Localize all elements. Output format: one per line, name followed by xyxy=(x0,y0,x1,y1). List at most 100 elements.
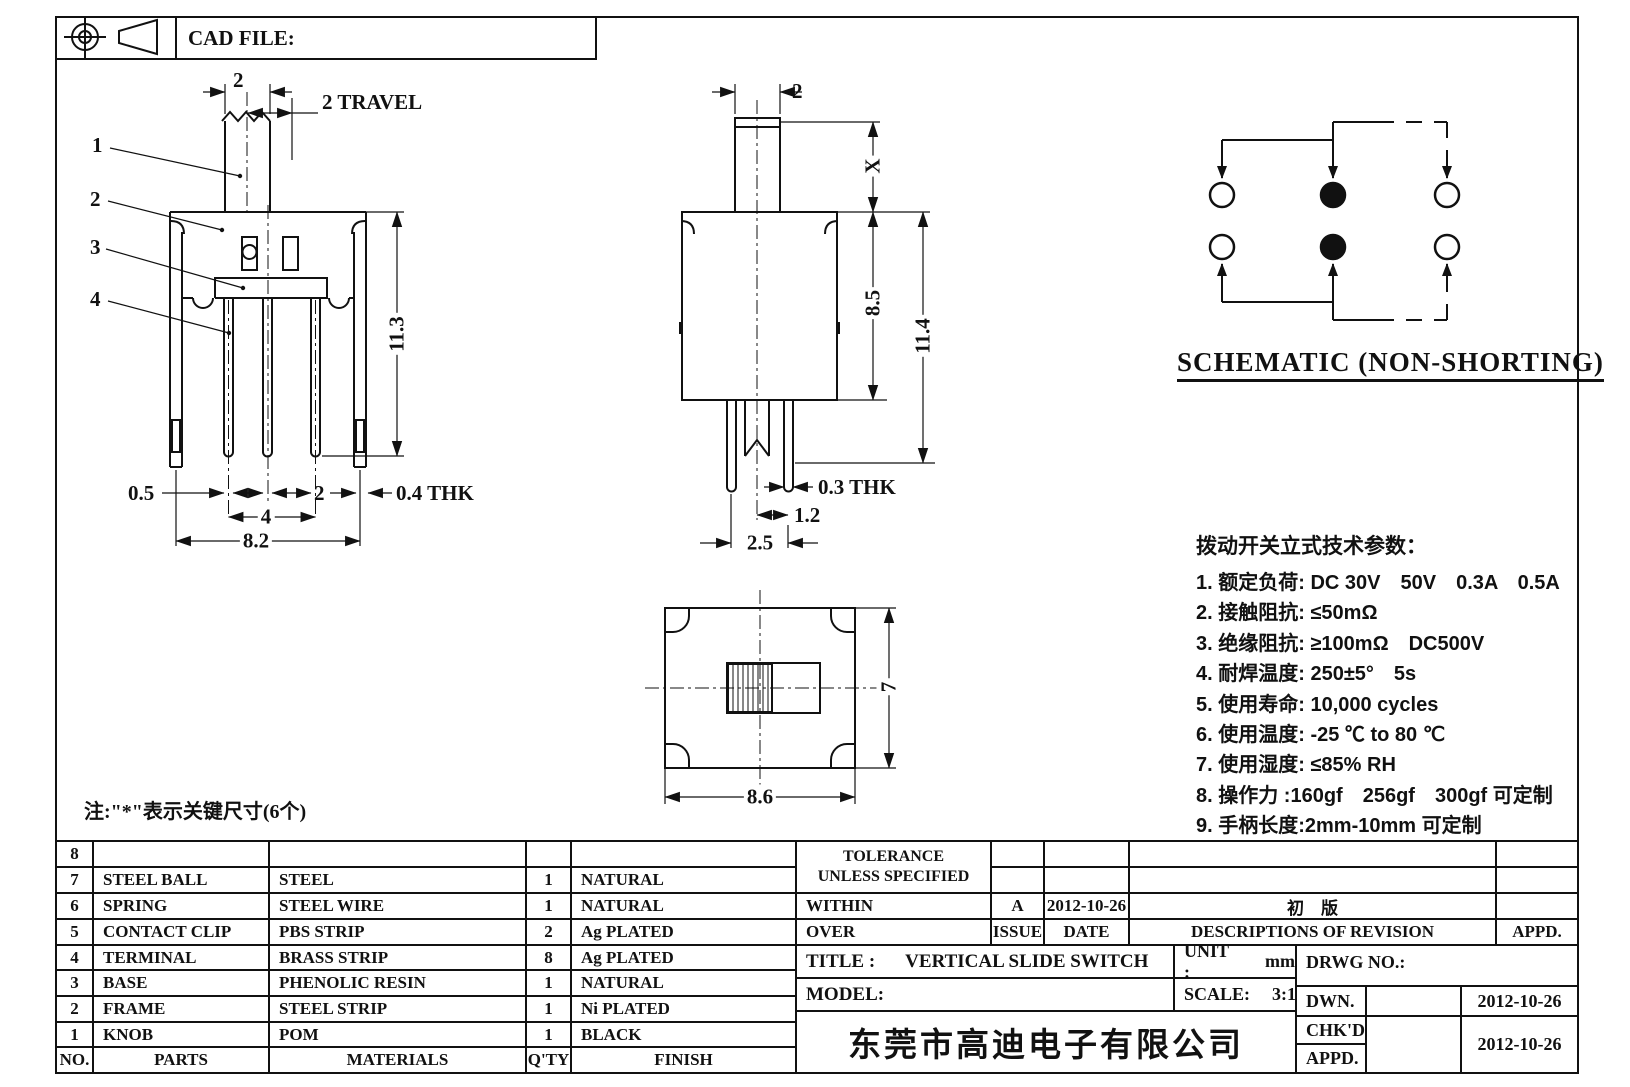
revision-header-description: DESCRIPTIONS OF REVISION xyxy=(1128,918,1497,946)
unit-label: UNIT : xyxy=(1184,944,1229,979)
front-dim-top-width: 2 xyxy=(233,68,244,92)
dwn-value-cell xyxy=(1365,985,1462,1017)
parts-cell: FRAME xyxy=(92,995,270,1023)
parts-header-qty: Q'TY xyxy=(525,1046,572,1074)
tolerance-within-cell: WITHIN xyxy=(795,892,992,920)
parts-cell: 1 xyxy=(525,866,572,894)
title-value: VERTICAL SLIDE SWITCH xyxy=(905,950,1149,972)
projection-symbol-icon xyxy=(64,16,158,58)
tolerance-line2: UNLESS SPECIFIED xyxy=(817,868,970,885)
scale-cell: SCALE: 3:1 xyxy=(1173,977,1297,1012)
parts-cell: 1 xyxy=(525,1021,572,1048)
side-dim-offset: 1.2 xyxy=(794,503,821,528)
parts-header-no: NO. xyxy=(55,1046,94,1074)
revision-empty-cell xyxy=(1495,866,1579,894)
revision-empty-cell xyxy=(990,840,1045,868)
unit-value: mm xyxy=(1265,951,1295,971)
front-dim-thk: 0.4 THK xyxy=(396,481,474,505)
parts-header-parts: PARTS xyxy=(92,1046,270,1074)
parts-cell: 1 xyxy=(55,1021,94,1048)
drwg-no-cell: DRWG NO.: xyxy=(1295,944,1579,987)
parts-cell: 3 xyxy=(55,969,94,997)
tech-params-title: 拨动开关立式技术参数： xyxy=(1196,535,1427,558)
parts-header-finish: FINISH xyxy=(570,1046,797,1074)
side-dim-x: X xyxy=(860,155,886,177)
revision-empty-cell xyxy=(1128,840,1497,868)
parts-cell: NATURAL xyxy=(570,969,797,997)
tech-param-item: 2. 接触阻抗: ≤50mΩ xyxy=(1196,602,1378,624)
model-cell: MODEL: xyxy=(795,977,1175,1012)
side-view xyxy=(679,84,935,549)
parts-cell: BRASS STRIP xyxy=(268,944,527,971)
company-name-cell: 东莞市高迪电子有限公司 xyxy=(795,1010,1297,1074)
parts-cell xyxy=(92,840,270,868)
appd-cell: APPD. xyxy=(1295,1043,1367,1074)
side-dim-pitch: 2.5 xyxy=(743,530,777,556)
parts-cell: 6 xyxy=(55,892,94,920)
tech-param-item: 7. 使用湿度: ≤85% RH xyxy=(1196,754,1396,776)
tolerance-over-cell: OVER xyxy=(795,918,992,946)
tech-param-item: 6. 使用温度: -25 ℃ to 80 ℃ xyxy=(1196,724,1446,746)
dwn-cell: DWN. xyxy=(1295,985,1367,1017)
parts-cell: 7 xyxy=(55,866,94,894)
tech-param-item: 8. 操作力 :160gf 256gf 300gf 可定制 xyxy=(1196,785,1553,807)
tolerance-header-cell: TOLERANCE UNLESS SPECIFIED xyxy=(795,840,992,894)
parts-cell: 1 xyxy=(525,995,572,1023)
parts-cell: STEEL BALL xyxy=(92,866,270,894)
side-dim-total-height: 11.4 xyxy=(910,315,936,357)
revision-header-issue: ISSUE xyxy=(990,918,1045,946)
tolerance-line1: TOLERANCE xyxy=(842,848,945,865)
front-dim-pitch: 4 xyxy=(257,504,275,530)
parts-cell: 2 xyxy=(525,918,572,946)
tech-param-item: 3. 绝缘阻抗: ≥100mΩ DC500V xyxy=(1196,633,1485,655)
side-dim-thk: 0.3 THK xyxy=(818,475,896,500)
chkd-appd-value-cell xyxy=(1365,1015,1462,1074)
tech-param-item: 1. 额定负荷: DC 30V 50V 0.3A 0.5A xyxy=(1196,572,1560,594)
tech-param-item: 5. 使用寿命: 10,000 cycles xyxy=(1196,694,1439,716)
front-part-label-1: 1 xyxy=(92,133,103,157)
title-cell: TITLE : VERTICAL SLIDE SWITCH xyxy=(795,944,1175,979)
front-part-label-2: 2 xyxy=(90,187,101,211)
parts-cell: SPRING xyxy=(92,892,270,920)
revision-empty-cell xyxy=(1043,866,1130,894)
top-dim-width: 8.6 xyxy=(743,784,777,810)
tech-param-item: 9. 手柄长度:2mm-10mm 可定制 xyxy=(1196,815,1482,837)
projection-symbol-box xyxy=(55,16,177,60)
top-view xyxy=(645,590,896,804)
parts-cell: 4 xyxy=(55,944,94,971)
front-dim-width: 8.2 xyxy=(239,528,273,554)
title-label: TITLE : xyxy=(806,950,876,972)
revision-empty-cell xyxy=(990,866,1045,894)
parts-cell: KNOB xyxy=(92,1021,270,1048)
parts-cell: 8 xyxy=(55,840,94,868)
appd-date-cell: 2012-10-26 xyxy=(1460,1015,1579,1074)
scale-value: 3:1 xyxy=(1272,984,1297,1004)
front-dim-gap: 0.5 xyxy=(128,481,155,505)
parts-cell xyxy=(525,840,572,868)
parts-cell: POM xyxy=(268,1021,527,1048)
parts-cell: PHENOLIC RESIN xyxy=(268,969,527,997)
parts-cell xyxy=(570,840,797,868)
front-dim-height: 11.3 xyxy=(384,313,410,355)
side-dim-top-width: 2 xyxy=(792,79,803,103)
parts-cell: Ag PLATED xyxy=(570,944,797,971)
unit-cell: UNIT : mm xyxy=(1173,944,1297,979)
parts-cell: BASE xyxy=(92,969,270,997)
parts-cell: Ni PLATED xyxy=(570,995,797,1023)
revision-header-date: DATE xyxy=(1043,918,1130,946)
revision-empty-cell xyxy=(1128,866,1497,894)
tech-param-item: 4. 耐焊温度: 250±5° 5s xyxy=(1196,663,1417,685)
chkd-cell: CHK'D xyxy=(1295,1015,1367,1045)
parts-cell: Ag PLATED xyxy=(570,918,797,946)
parts-cell: BLACK xyxy=(570,1021,797,1048)
key-dimension-note: 注:"*"表示关键尺寸(6个) xyxy=(84,801,307,823)
front-view xyxy=(105,84,404,547)
revision-issue-value: A xyxy=(990,892,1045,920)
parts-cell: 2 xyxy=(55,995,94,1023)
cad-file-label: CAD FILE: xyxy=(188,26,295,50)
parts-cell xyxy=(268,840,527,868)
parts-cell: 8 xyxy=(525,944,572,971)
parts-cell: CONTACT CLIP xyxy=(92,918,270,946)
